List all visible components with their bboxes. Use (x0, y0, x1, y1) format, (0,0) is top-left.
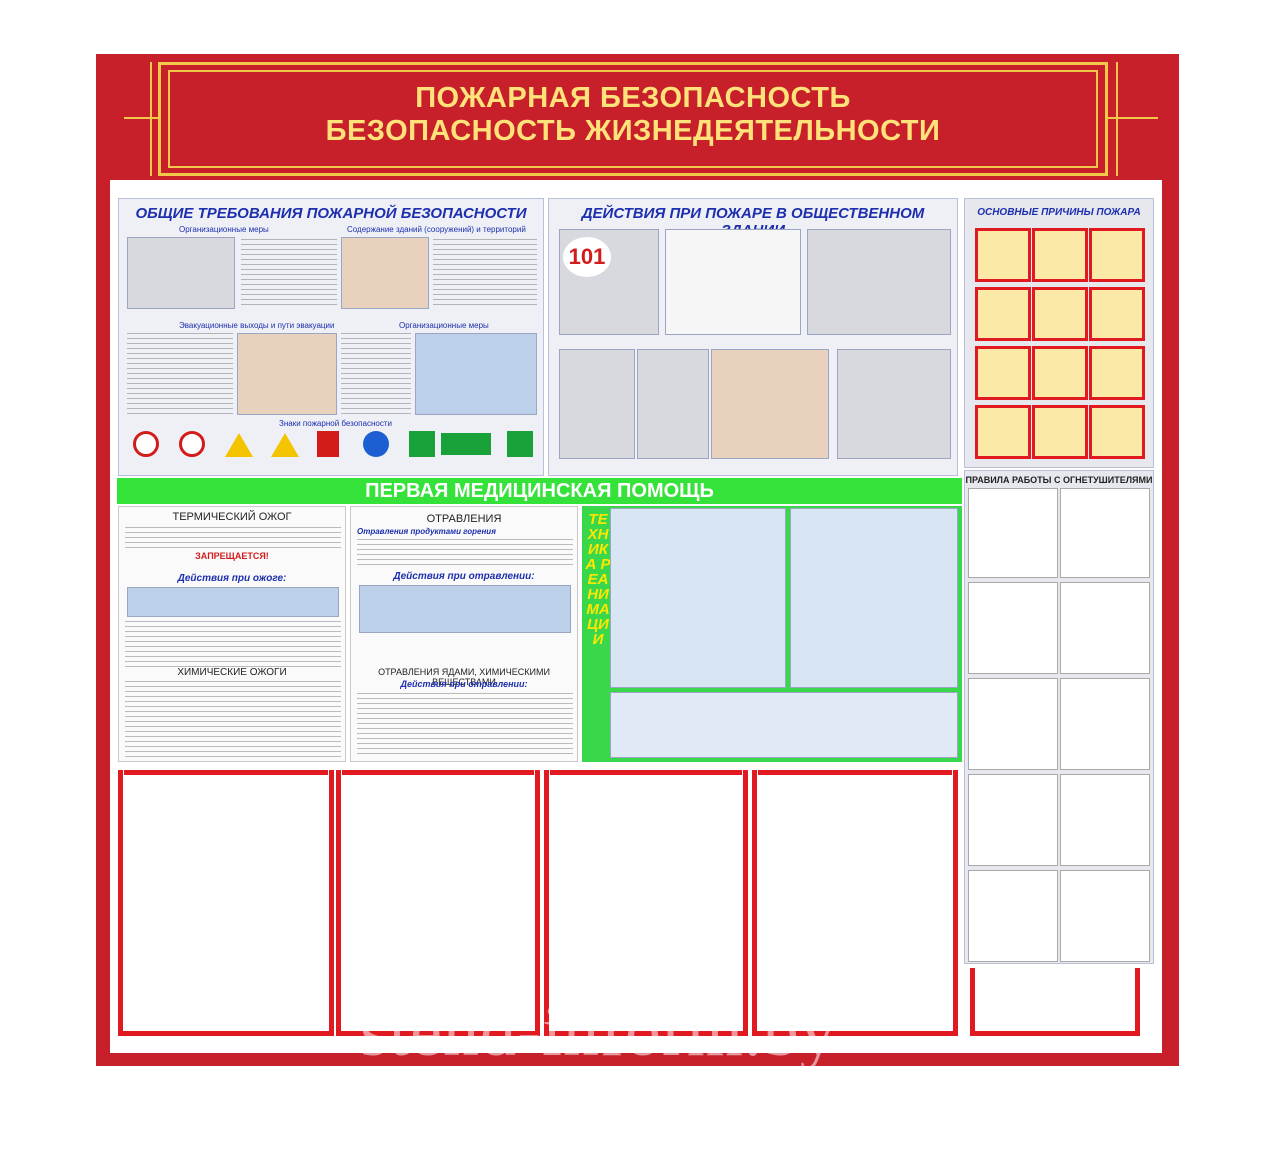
header-ornament-right-v (1116, 62, 1118, 176)
explosive-warning-icon (271, 433, 299, 457)
general-sub5: Знаки пожарной безопасности (279, 419, 392, 428)
cause-cell (1089, 287, 1145, 341)
cause-cell (1032, 287, 1088, 341)
no-fire-sign-icon (133, 431, 159, 457)
reanimation-vertical-title: ТЕХНИКА РЕАНИМАЦИИ (585, 511, 611, 648)
panel-thermal-burn: ТЕРМИЧЕСКИЙ ОЖОГ ЗАПРЕЩАЕТСЯ! Действия п… (118, 506, 346, 762)
text-block (241, 239, 337, 309)
illustration-evacuation-plan (665, 229, 801, 335)
cause-cell (1089, 405, 1145, 459)
causes-title: ОСНОВНЫЕ ПРИЧИНЫ ПОЖАРА (977, 207, 1141, 218)
illustration-poison-help (359, 585, 571, 633)
text-block (125, 681, 341, 757)
extinguisher-rule-cell (1060, 870, 1150, 962)
illustration-cpr-steps-1 (610, 508, 786, 688)
panel-general-requirements: ОБЩИЕ ТРЕБОВАНИЯ ПОЖАРНОЙ БЕЗОПАСНОСТИ О… (118, 198, 544, 476)
panel-poisoning: ОТРАВЛЕНИЯ Отравления продуктами горения… (350, 506, 578, 762)
extinguisher-rule-cell (1060, 582, 1150, 674)
mandatory-sign-icon (363, 431, 389, 457)
extinguisher-rule-cell (968, 678, 1058, 770)
header-title-line2: БЕЗОПАСНОСТЬ ЖИЗНЕДЕЯТЕЛЬНОСТИ (325, 115, 941, 147)
header-ornament-right (1108, 117, 1158, 119)
cause-cell (1089, 346, 1145, 400)
extinguisher-rule-cell (1060, 678, 1150, 770)
panel-fire-actions: ДЕЙСТВИЯ ПРИ ПОЖАРЕ В ОБЩЕСТВЕННОМ ЗДАНИ… (548, 198, 958, 476)
burn-title: ТЕРМИЧЕСКИЙ ОЖОГ (172, 511, 292, 523)
cause-cell (975, 405, 1031, 459)
exit-arrow-sign-icon (409, 431, 435, 457)
general-sub1: Организационные меры (179, 225, 269, 234)
extinguisher-rule-cell (968, 870, 1058, 962)
header-ornament-left (124, 117, 158, 119)
burn-actions-heading: Действия при ожоге: (177, 573, 287, 584)
cause-cell (1032, 346, 1088, 400)
header-frame (158, 62, 1108, 176)
poison-sub: Отравления продуктами горения (357, 527, 496, 536)
text-block (357, 539, 573, 565)
panel-general-title: ОБЩИЕ ТРЕБОВАНИЯ ПОЖАРНОЙ БЕЗОПАСНОСТИ (135, 205, 527, 222)
burn-forbidden: ЗАПРЕЩАЕТСЯ! (195, 551, 269, 561)
illustration-fire-engine (711, 349, 829, 459)
exit-direction-sign-icon (441, 433, 491, 455)
cause-cell (1089, 228, 1145, 282)
illustration-people-exiting (807, 229, 951, 335)
cause-cell (975, 287, 1031, 341)
header-frame-inner (168, 70, 1098, 168)
cause-cell (1032, 405, 1088, 459)
illustration-fire-truck (341, 237, 429, 309)
document-pocket-1[interactable] (118, 770, 334, 1036)
cause-cell (975, 346, 1031, 400)
illustration-welding (415, 333, 537, 415)
header-title-line1: ПОЖАРНАЯ БЕЗОПАСНОСТЬ (415, 82, 851, 114)
pocket-top-edge (124, 770, 328, 775)
extinguisher-rule-cell (1060, 774, 1150, 866)
illustration-people-talking (127, 237, 235, 309)
no-smoking-sign-icon (179, 431, 205, 457)
text-block (341, 333, 411, 415)
watermark: stend-inform.by (360, 991, 837, 1071)
text-block (357, 693, 573, 757)
cause-cell (1032, 228, 1088, 282)
illustration-burn-help (127, 587, 339, 617)
general-sub3: Эвакуационные выходы и пути эвакуации (179, 321, 335, 330)
extinguisher-rule-cell (1060, 488, 1150, 578)
chem-burn-title: ХИМИЧЕСКИЕ ОЖОГИ (177, 667, 287, 678)
poison-actions2-heading: Действия при отравлении: (400, 679, 528, 689)
illustration-evacuation-exit (237, 333, 337, 415)
emergency-exit-sign-icon (507, 431, 533, 457)
flammable-warning-icon (225, 433, 253, 457)
text-block (125, 621, 341, 667)
document-pocket-3[interactable] (544, 770, 748, 1036)
text-block (433, 239, 537, 309)
document-pocket-5[interactable] (970, 968, 1140, 1036)
header-ornament-left-v (150, 62, 152, 176)
illustration-extinguisher-use (637, 349, 709, 459)
pocket-top-edge (550, 770, 742, 775)
poison-title: ОТРАВЛЕНИЯ (426, 513, 502, 525)
illustration-extinguisher-take (559, 349, 635, 459)
cause-cell (975, 228, 1031, 282)
illustration-cpr-steps-2 (790, 508, 958, 688)
poison-chem-title: ОТРАВЛЕНИЯ ЯДАМИ, ХИМИЧЕСКИМИ ВЕЩЕСТВАМИ (378, 667, 550, 687)
emergency-number-101: 101 (563, 237, 611, 277)
general-sub2: Содержание зданий (сооружений) и террито… (347, 225, 526, 234)
general-sub4: Организационные меры (399, 321, 489, 330)
illustration-leaving-smoke (837, 349, 951, 459)
document-pocket-4[interactable] (752, 770, 958, 1036)
pocket-top-edge (758, 770, 952, 775)
document-pocket-2[interactable] (336, 770, 540, 1036)
extinguisher-rule-cell (968, 582, 1058, 674)
text-block (125, 527, 341, 549)
poison-actions-heading: Действия при отравлении: (393, 571, 535, 582)
text-block (127, 333, 233, 415)
extinguisher-rule-cell (968, 774, 1058, 866)
extinguisher-rule-cell (968, 488, 1058, 578)
first-aid-title-bar: ПЕРВАЯ МЕДИЦИНСКАЯ ПОМОЩЬ (117, 478, 962, 504)
illustration-cpr-steps-3 (610, 692, 958, 758)
fire-extinguisher-sign-icon (317, 431, 339, 457)
pocket-top-edge (342, 770, 534, 775)
extinguishers-title: ПРАВИЛА РАБОТЫ С ОГНЕТУШИТЕЛЯМИ (965, 475, 1153, 485)
